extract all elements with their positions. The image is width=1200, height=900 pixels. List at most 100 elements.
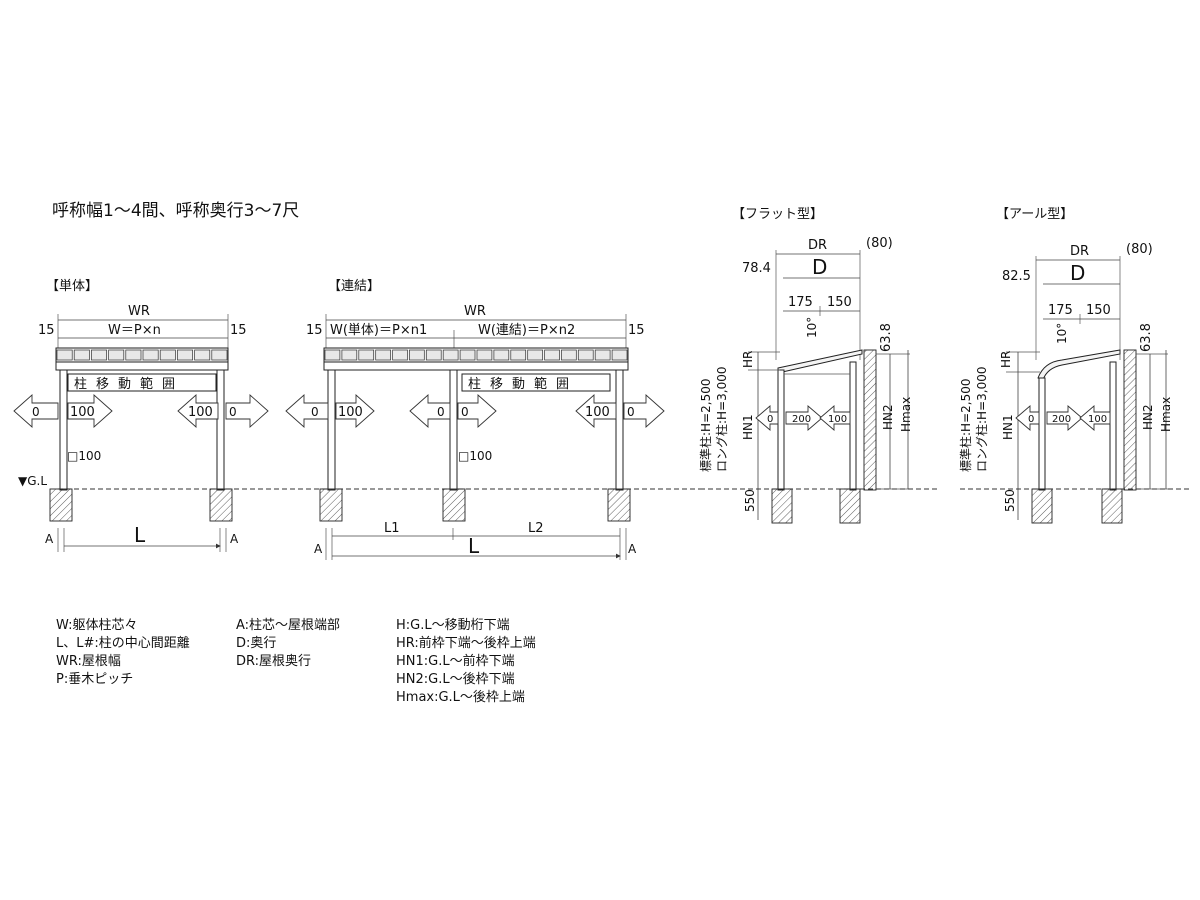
arch-hn1: HN1 [1001, 414, 1015, 440]
roof-panel [56, 349, 73, 361]
roof-panel [324, 349, 341, 361]
arch-post-rear [1109, 361, 1117, 491]
flat-foundation-rear [839, 488, 861, 524]
single-a-right: A [230, 532, 239, 546]
single-post-size: □100 [67, 449, 101, 463]
arch-header: 【アール型】 [996, 207, 1073, 222]
arch-wall [1123, 349, 1137, 491]
roof-panel [108, 349, 125, 361]
single-move-right-0: 0 [229, 405, 237, 419]
legend-col-1: W:躯体柱芯々 L、L#:柱の中心間距離 WR:屋根幅 P:垂木ピッチ [56, 617, 190, 689]
flat-angle: 10° [805, 317, 819, 338]
roof-panel [493, 349, 510, 361]
linked-foundation-right [607, 488, 631, 522]
single-header: 【単体】 [46, 278, 98, 294]
roof-panel [194, 349, 211, 361]
flat-foundation-front [771, 488, 793, 524]
arch-post-front [1038, 377, 1046, 491]
single-edge-right: 15 [230, 323, 247, 338]
linked-move-1: 0 [311, 405, 319, 419]
single-l: L [134, 523, 146, 547]
roof-panel [409, 349, 425, 361]
arch-foundation-front [1031, 488, 1053, 524]
linked-foundation-middle [442, 488, 466, 522]
roof-panel [341, 349, 358, 361]
linked-post-middle [449, 369, 458, 491]
linked-post-right [615, 369, 624, 491]
single-move-right-100: 100 [188, 405, 213, 420]
linked-header: 【連結】 [328, 279, 380, 294]
legend-item: L、L#:柱の中心間距離 [56, 636, 190, 651]
roof-panel [392, 349, 408, 361]
arch-mv200: 200 [1052, 414, 1071, 425]
arch-mv0: 0 [1028, 414, 1034, 425]
arch-roof [1037, 349, 1121, 381]
flat-mv0: 0 [767, 414, 773, 425]
legend-item: Hmax:G.L～後枠上端 [396, 690, 525, 705]
flat-side-view: 【フラット型】 DR (80) 78.4 D 175 150 10° 63.8 … [698, 207, 940, 524]
flat-hr: HR [741, 351, 755, 368]
arch-d: D [1070, 261, 1085, 285]
flat-header: 【フラット型】 [732, 207, 823, 222]
linked-move-3: 0 [437, 405, 445, 419]
flat-post-front [777, 369, 785, 491]
flat-wall [863, 349, 877, 491]
arch-std-post: 標準柱:H=2,500 [958, 379, 973, 472]
linked-l: L [468, 534, 480, 558]
linked-foundation-left [319, 488, 343, 522]
flat-63-8: 63.8 [879, 323, 894, 352]
flat-d: D [812, 255, 827, 279]
linked-w-linked: W(連結)＝P×n2 [478, 323, 575, 338]
roof-panel [611, 349, 628, 361]
single-view: 【単体】 WR 15 W＝P×n 15 柱移動範囲 0 100 100 0 □1… [13, 278, 700, 552]
flat-move-200-arrow [785, 405, 823, 431]
single-move-left-0: 0 [32, 405, 40, 419]
linked-w-single: W(単体)＝P×n1 [330, 322, 427, 338]
legend-item: A:柱芯～屋根端部 [236, 618, 341, 633]
roof-panel [177, 349, 193, 361]
roof-panel [425, 349, 442, 361]
linked-range-box [461, 373, 611, 392]
linked-arrow-1 [285, 393, 329, 429]
flat-move-100-arrow [819, 405, 851, 431]
single-post-left [59, 369, 68, 491]
single-w-formula: W＝P×n [108, 323, 161, 338]
linked-a-left: A [314, 542, 323, 556]
flat-post-rear [849, 361, 857, 491]
linked-post-size: □100 [458, 449, 492, 463]
linked-edge-right: 15 [628, 323, 645, 338]
roof-panel [358, 349, 375, 361]
legend-item: HN2:G.L～後枠下端 [396, 672, 515, 687]
flat-hmax: Hmax [899, 397, 913, 432]
linked-arrow-5 [575, 393, 617, 429]
arch-p80: (80) [1126, 242, 1153, 257]
roof-panel [527, 349, 543, 361]
linked-l1: L1 [384, 521, 400, 536]
roof-panel [73, 349, 90, 361]
single-range-label: 柱移動範囲 [74, 377, 184, 392]
legend-col-3: H:G.L～移動桁下端 HR:前枠下端～後枠上端 HN1:G.L～前枠下端 HN… [396, 617, 536, 707]
arch-front: 82.5 [1002, 269, 1031, 284]
roof-panel [510, 349, 527, 361]
linked-arrow-3 [409, 393, 451, 429]
legend-col-2: A:柱芯～屋根端部 D:奥行 DR:屋根奥行 [236, 617, 340, 671]
arch-hr: HR [999, 351, 1013, 368]
single-move-in-arrow-right [177, 393, 219, 429]
roof-panel [544, 349, 560, 361]
linked-move-2: 100 [338, 405, 363, 420]
legend-item: DR:屋根奥行 [236, 654, 312, 669]
roof-panel [211, 349, 228, 361]
single-move-in-arrow-left [67, 393, 113, 429]
arch-move-200-arrow [1046, 405, 1083, 431]
single-range-box [67, 373, 217, 392]
roof-panel [125, 349, 142, 361]
page-title: 呼称幅1～4間、呼称奥行3～7尺 [52, 201, 299, 221]
arch-150: 150 [1086, 303, 1111, 318]
linked-edge-left: 15 [306, 323, 323, 338]
linked-wr-label: WR [464, 304, 486, 319]
single-move-out-arrow-right [225, 393, 269, 429]
flat-std-post: 標準柱:H=2,500 [698, 379, 713, 472]
single-a-left: A [45, 532, 54, 546]
linked-arrow-4 [457, 393, 497, 429]
